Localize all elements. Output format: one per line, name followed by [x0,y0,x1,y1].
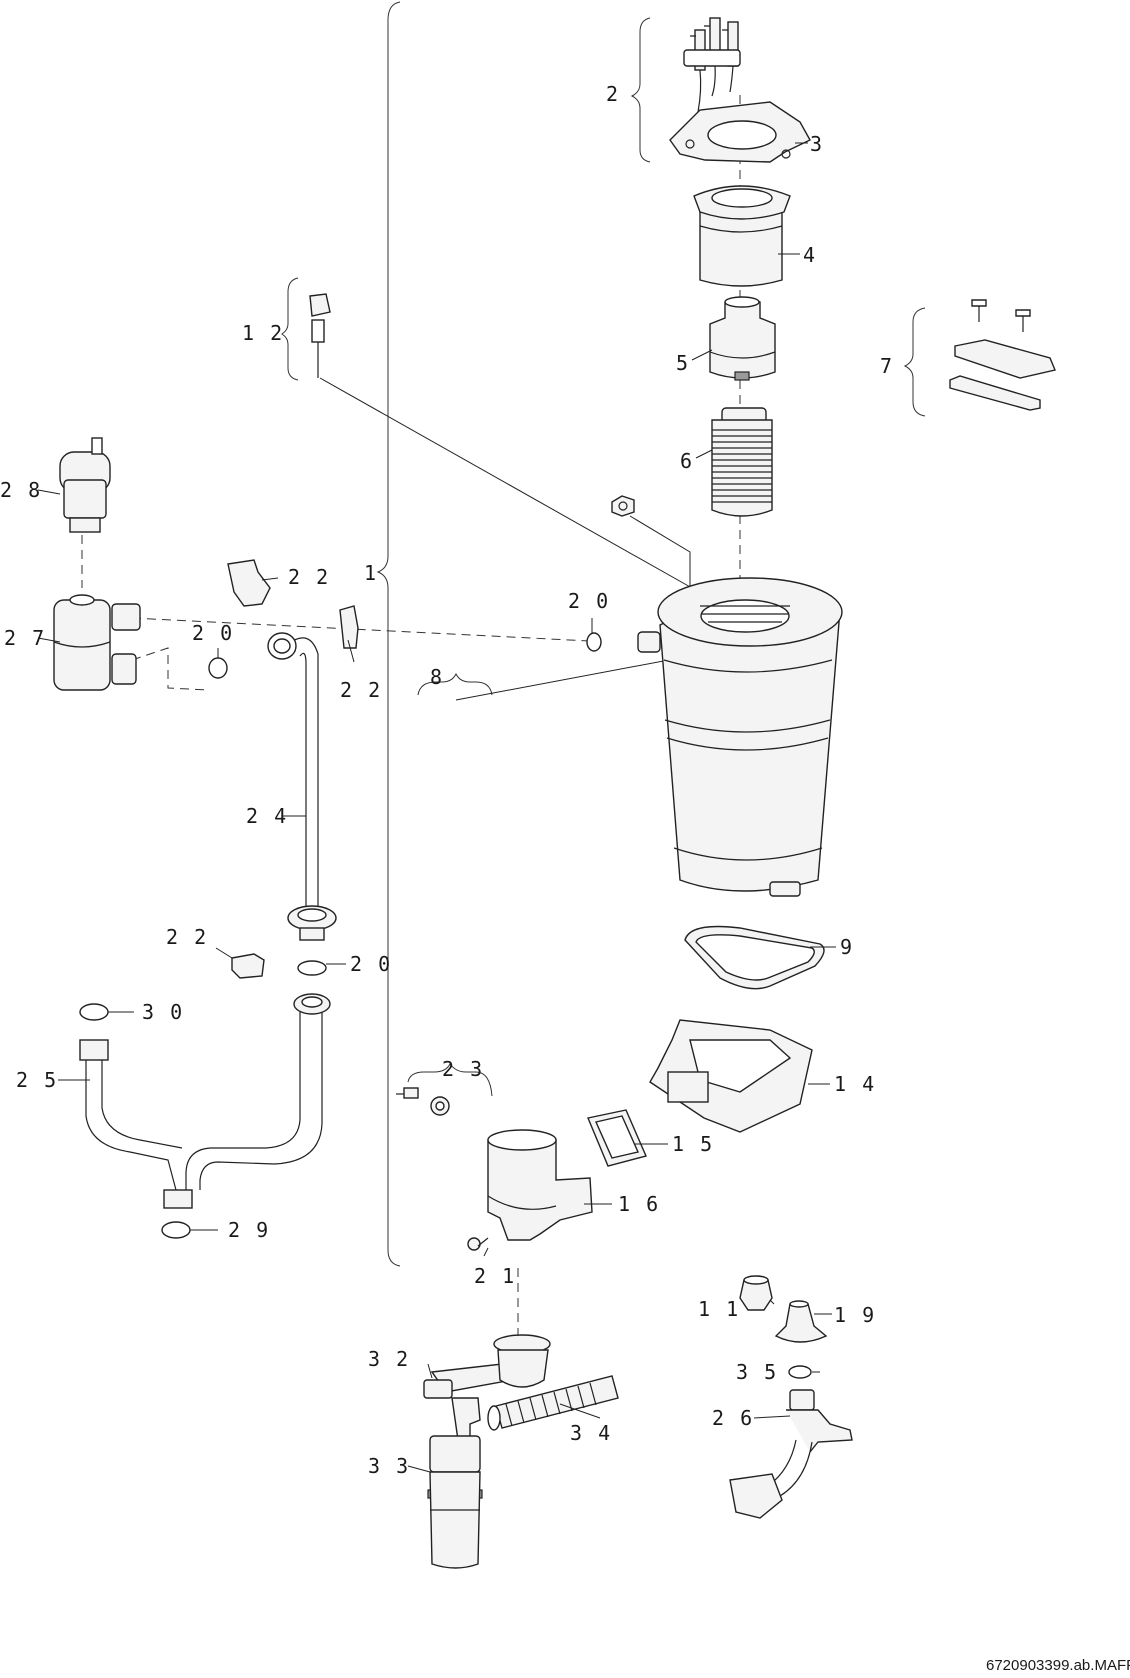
callout-12: 1 2 [242,321,284,345]
heat-exchanger-body-1 [637,577,843,897]
callout-30: 3 0 [142,1000,184,1024]
connector-26 [729,1389,853,1519]
siphon-33 [427,1397,483,1569]
callout-4: 4 [803,243,817,267]
fan-housing-16 [487,1129,593,1241]
assembly-bracket-1 [376,1,401,1267]
o-ring-20-left [208,657,228,679]
leader-nut-to-body [629,515,691,602]
flow-pipe-24 [267,632,337,941]
short-leaders [37,142,836,1473]
clip-22-right [339,605,359,649]
callout-14: 1 4 [834,1072,876,1096]
callout-20-right: 2 0 [568,589,610,613]
callout-21: 2 1 [474,1264,516,1288]
callout-32: 3 2 [368,1347,410,1371]
callout-1: 1 [364,561,378,585]
o-ring-35 [788,1365,812,1379]
washer-30 [79,1003,109,1021]
callout-35: 3 5 [736,1360,778,1384]
funnel-19 [774,1300,828,1343]
sensor-12 [309,293,331,378]
gasket-15 [587,1109,647,1167]
washer-29 [161,1221,191,1239]
seal-9 [684,925,825,990]
clip-22-lower [231,953,265,979]
leader-12 [319,377,693,589]
o-ring-20-lower [297,960,327,976]
callout-16: 1 6 [618,1192,660,1216]
nut [611,495,635,517]
callout-19: 1 9 [834,1303,876,1327]
callout-7: 7 [880,354,894,378]
callout-9: 9 [840,935,854,959]
axis-27-20-offset [131,647,209,691]
callout-28: 2 8 [0,478,42,502]
callout-15: 1 5 [672,1132,714,1156]
filter-cartridge-6 [711,407,773,517]
callout-22-right: 2 2 [340,678,382,702]
clip-22-top [227,559,271,607]
axis-connection-27-20 [131,617,591,642]
drawing-number: 6720903399.ab.MAFP [986,1657,1130,1674]
callout-27: 2 7 [4,626,46,650]
callout-20-lower: 2 0 [350,952,392,976]
condensate-cup-32 [423,1334,551,1399]
base-housing-14 [649,1019,813,1133]
callout-20-left: 2 0 [192,621,234,645]
callout-22-top: 2 2 [288,565,330,589]
callout-6: 6 [680,449,694,473]
sensor-pair-23 [396,1087,450,1116]
assembly-bracket-23 [407,1063,493,1097]
assembly-bracket-2 [630,17,651,163]
return-pipe-25 [79,993,331,1209]
callout-24: 2 4 [246,804,288,828]
callout-8: 8 [430,665,444,689]
assembly-bracket-7 [903,307,926,417]
burner-plate-3 [669,101,811,163]
callout-3: 3 [810,132,824,156]
corrugated-hose-34 [487,1375,619,1431]
burner-tube-4 [693,185,791,287]
callout-22-lower: 2 2 [166,925,208,949]
callout-33: 3 3 [368,1454,410,1478]
cover-kit-7 [949,299,1056,411]
air-separator-27 [53,594,141,691]
callout-29: 2 9 [228,1218,270,1242]
callout-25: 2 5 [16,1068,58,1092]
assembly-bracket-8 [417,672,493,696]
assembly-bracket-12 [281,277,299,381]
fitting-11 [739,1275,773,1311]
burner-head-5 [709,296,776,381]
screw-21 [467,1237,489,1251]
callout-34: 3 4 [570,1421,612,1445]
air-vent-28 [59,437,111,533]
electrode-set-2 [683,17,741,113]
callout-26: 2 6 [712,1406,754,1430]
callout-2: 2 [606,82,620,106]
callout-11: 1 1 [698,1297,740,1321]
o-ring-20-right [586,632,602,652]
callout-5: 5 [676,351,690,375]
callout-23: 2 3 [442,1057,484,1081]
